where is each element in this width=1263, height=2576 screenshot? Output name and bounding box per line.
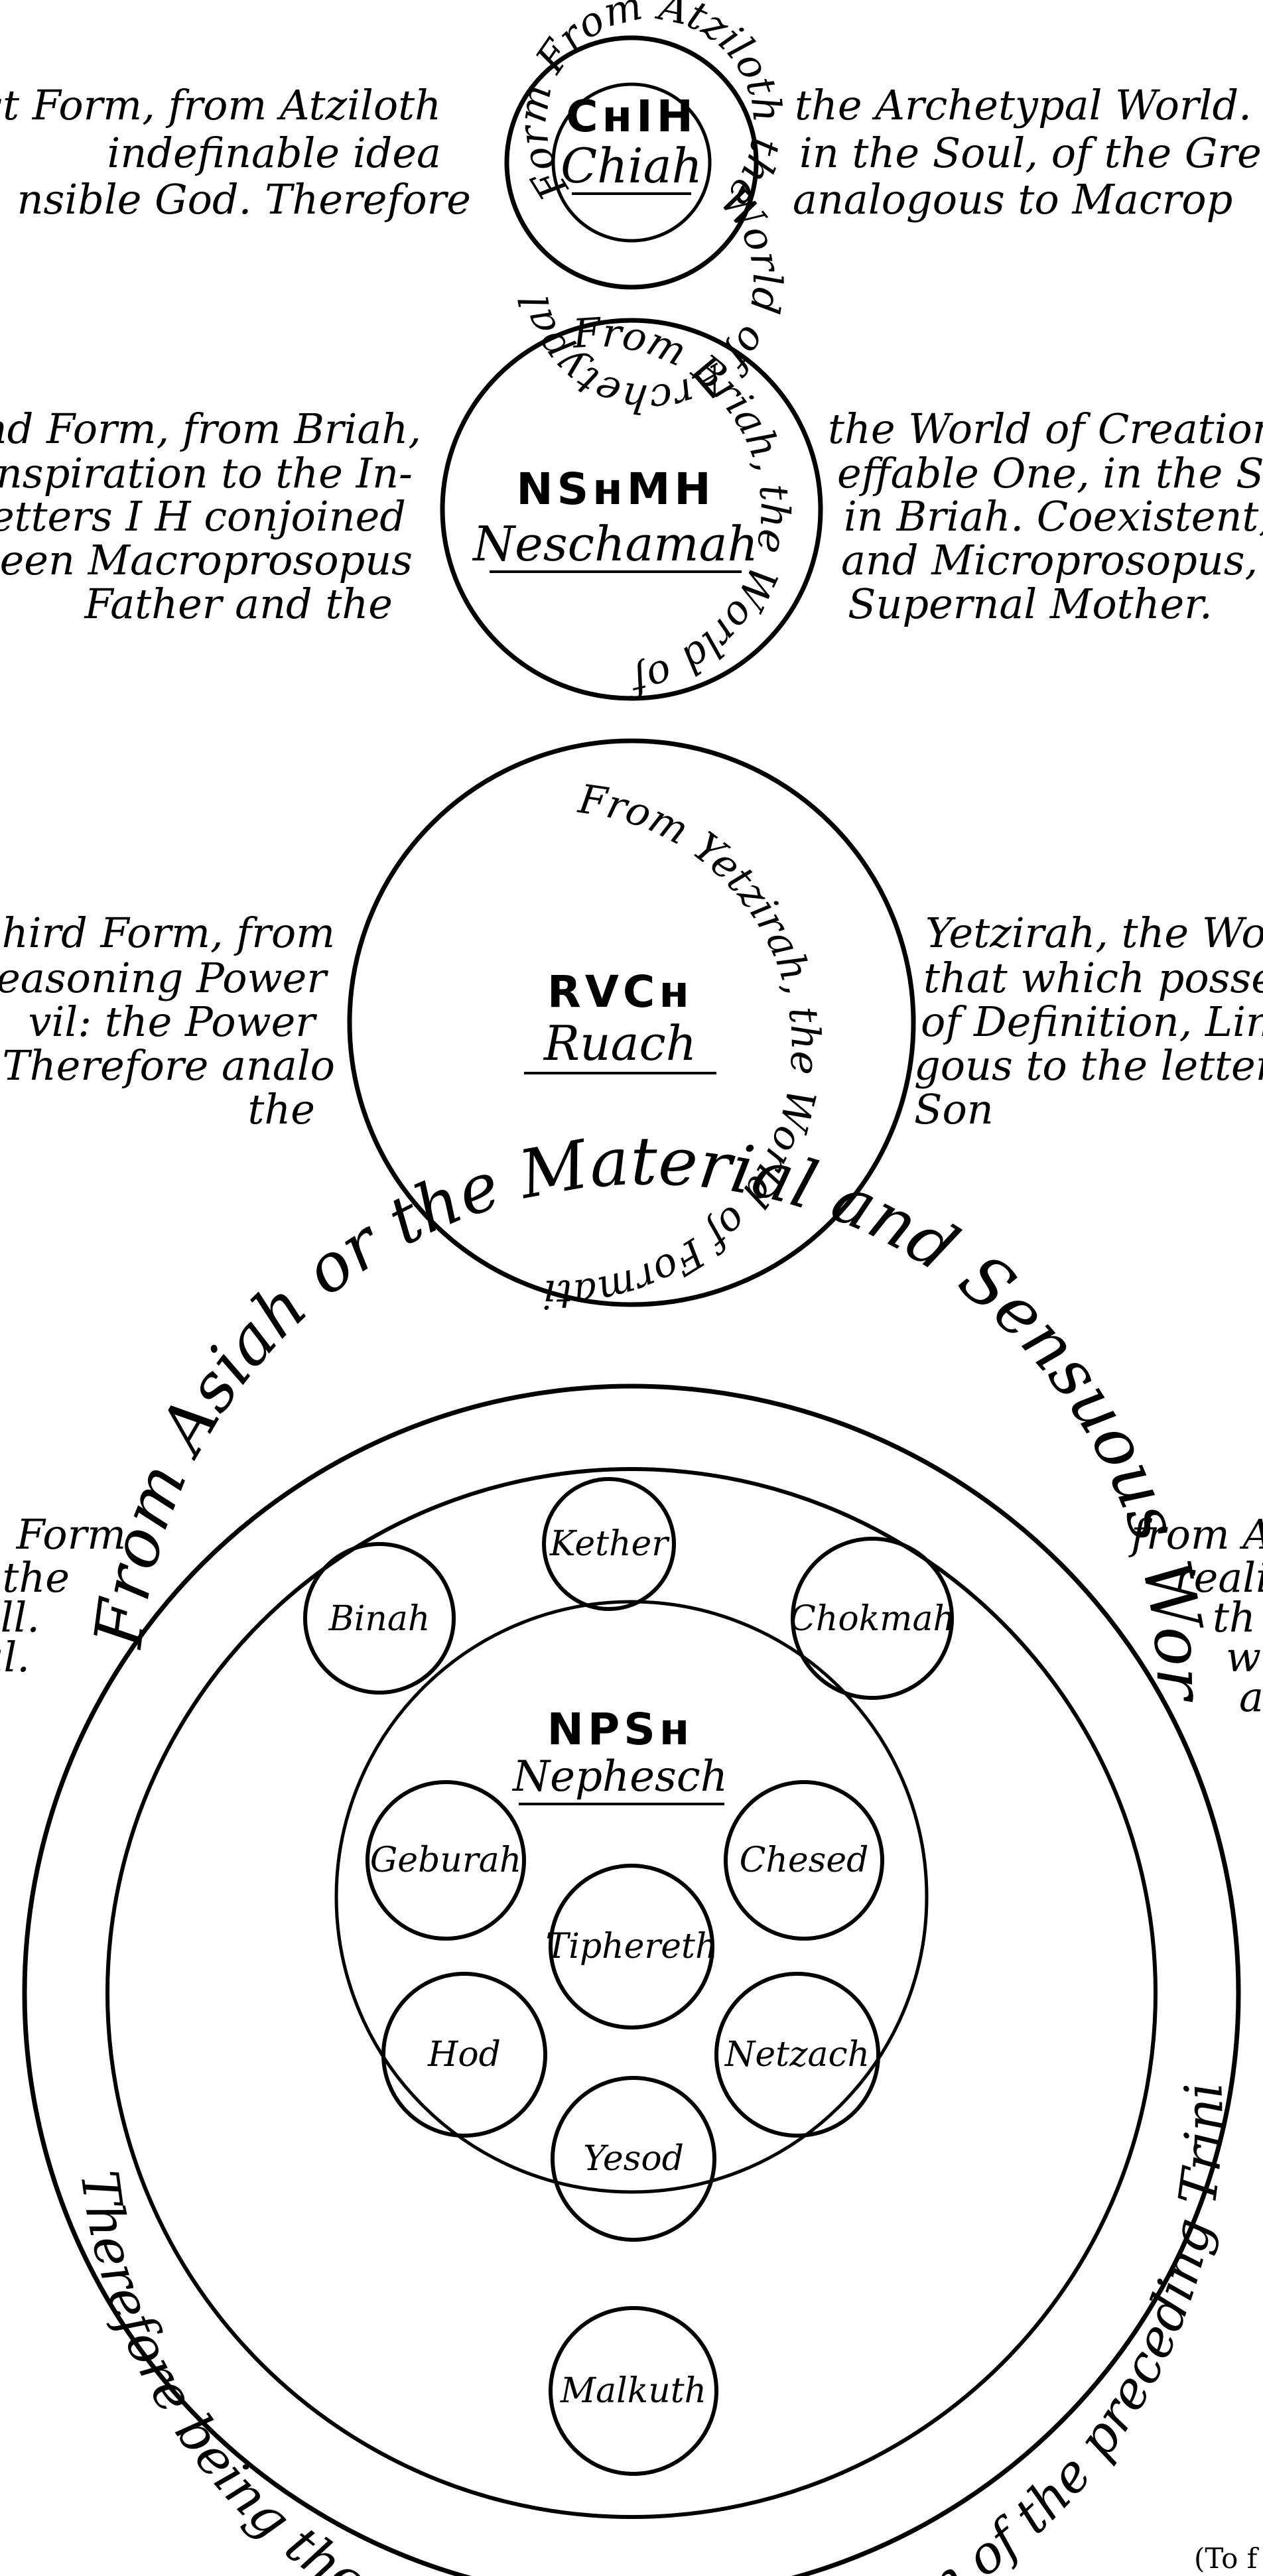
sephirah-label: Chesed	[740, 1840, 869, 1880]
nephesch-name: Nephesch	[511, 1752, 728, 1801]
nephesch-right-line: a	[1239, 1673, 1263, 1721]
neschamah-right-line: and Microprosopus, t	[841, 536, 1263, 584]
chiah-left-line: indefinable idea	[107, 129, 441, 177]
nephesch-left-line: ll.	[1, 1593, 40, 1642]
sephirah-malkuth: Malkuth	[549, 2306, 718, 2476]
nephesch-left-text: h Form the ll. al.	[0, 1510, 126, 1681]
ruach-left-line: hird Form, from	[2, 909, 335, 957]
neschamah-right-line: the World of Creation,	[828, 405, 1263, 453]
ruach-left-line: n. Therefore analo	[0, 1041, 335, 1090]
neschamah-left-line: second Form, from Briah,	[0, 405, 421, 453]
sephirah-circle	[366, 1780, 526, 1941]
sephirah-hod: Hod	[381, 1972, 547, 2138]
ruach-right-line: gous to the letter	[914, 1041, 1263, 1090]
chiah-inner-circle	[551, 82, 712, 243]
chiah-right-text: the Archetypal World. in the Soul, of th…	[793, 81, 1262, 224]
neschamah-name: Neschamah	[472, 516, 758, 572]
neschamah-left-line: Father and the	[84, 580, 393, 628]
neschamah-outer-circle	[440, 318, 823, 701]
sephirah-label: Kether	[549, 1524, 670, 1564]
sephirah-binah: Binah	[303, 1542, 456, 1695]
sephirah-kether: Kether	[542, 1477, 676, 1611]
neschamah-right-text: the World of Creation, effable One, in t…	[828, 405, 1263, 628]
sephiroth: Kether Binah Chokmah Geburah Chesed Tiph…	[303, 1477, 955, 2476]
neschamah-left-line: he letters I H conjoined	[0, 492, 406, 541]
sephirah-geburah: Geburah	[366, 1780, 526, 1941]
sephirah-label: Hod	[427, 2035, 501, 2075]
neschamah-left-line: nspiration to the In-	[0, 449, 413, 497]
ruach-right-line: that which posses	[923, 954, 1263, 1002]
sephirah-circle	[381, 1972, 547, 2138]
sephirah-circle	[549, 1864, 714, 2029]
sephirah-circle	[714, 1972, 880, 2138]
sephirah-circle	[724, 1780, 884, 1941]
ruach-right-line: Yetzirah, the Wo	[925, 909, 1263, 957]
asiah-ring-text: From Asiah or the Material and Sensuous …	[0, 0, 1220, 1703]
ruach-left-line: vil: the Power	[29, 998, 318, 1046]
sephirah-circle	[549, 2306, 718, 2476]
ruach-hebrew: RVCʜ	[547, 966, 693, 1017]
chiah-hebrew: CʜIH	[566, 91, 697, 142]
chiah-right-line: the Archetypal World.	[795, 81, 1252, 129]
nephesch-outer-circle	[22, 1384, 1241, 2576]
nephesch-right-text: from A reali th wh a	[1128, 1510, 1263, 1721]
nephesch-hebrew: NPSʜ	[547, 1704, 694, 1755]
sephirah-circle	[791, 1537, 954, 1700]
sephirah-netzach: Netzach	[714, 1972, 880, 2138]
chiah-outer-circle	[504, 35, 759, 290]
ruach-right-text: Yetzirah, the Wo that which posses of De…	[914, 909, 1263, 1133]
neschamah-left-text: second Form, from Briah, nspiration to t…	[0, 405, 421, 628]
ruach-left-line: the	[247, 1085, 315, 1133]
neschamah-right-line: in Briah. Coexistent, Co	[844, 492, 1263, 541]
nephesch-right-line: from A	[1128, 1510, 1263, 1559]
neschamah-right-line: effable One, in the S	[837, 449, 1263, 497]
chiah-right-line: analogous to Macrop	[793, 175, 1232, 224]
nephesch-inner-circle	[334, 1600, 929, 2194]
sephirah-yesod: Yesod	[551, 2076, 716, 2242]
ruach-name: Ruach	[543, 1015, 697, 1071]
sephirah-circle	[542, 1477, 676, 1611]
sephirah-circle	[551, 2076, 716, 2242]
neschamah-hebrew: NSʜMH	[516, 464, 714, 515]
nephesch-middle-circle	[105, 1467, 1158, 2519]
chiah-left-line: st Form, from Atziloth	[0, 81, 441, 129]
ruach-outer-circle	[347, 738, 916, 1307]
chiah-right-line: in the Soul, of the Gre	[799, 129, 1262, 177]
nephesch-left-line: the	[2, 1553, 70, 1602]
nephesch-right-line: reali	[1174, 1553, 1263, 1602]
nephesch-left-line: h Form	[0, 1510, 126, 1559]
sephirah-chokmah: Chokmah	[789, 1537, 955, 1700]
ruach-left-line: Reasoning Power	[0, 954, 328, 1002]
sephirah-label: Chokmah	[789, 1599, 955, 1639]
chiah-left-text: st Form, from Atziloth indefinable idea …	[0, 81, 471, 224]
neschamah-right-line: Supernal Mother.	[848, 580, 1213, 628]
sephirah-label: Yesod	[583, 2139, 684, 2179]
nephesch-left-line: al.	[0, 1633, 30, 1681]
sephirah-label: Geburah	[370, 1840, 521, 1880]
sephirah-circle	[303, 1542, 456, 1695]
sephirah-label: Malkuth	[560, 2371, 706, 2411]
nephesch-right-line: th	[1213, 1593, 1256, 1642]
sephirah-label: Netzach	[724, 2035, 870, 2075]
sephirah-chesed: Chesed	[724, 1780, 884, 1941]
nephesch-right-line: wh	[1226, 1633, 1263, 1681]
ruach-left-text: hird Form, from Reasoning Power vil: the…	[0, 909, 335, 1133]
ruach-right-line: Son	[914, 1085, 994, 1133]
sephirah-tiphereth: Tiphereth	[546, 1864, 718, 2029]
footnote: (To f	[1194, 2542, 1260, 2575]
sephirah-label: Tiphereth	[546, 1927, 718, 1966]
ruach-right-line: of Definition, Lin	[921, 998, 1263, 1046]
chiah-left-line: nsible God. Therefore	[17, 175, 471, 224]
chiah-name: Chiah	[561, 138, 702, 194]
neschamah-left-line: Between Macroprosopus	[0, 536, 413, 584]
sephirah-label: Binah	[328, 1599, 431, 1639]
